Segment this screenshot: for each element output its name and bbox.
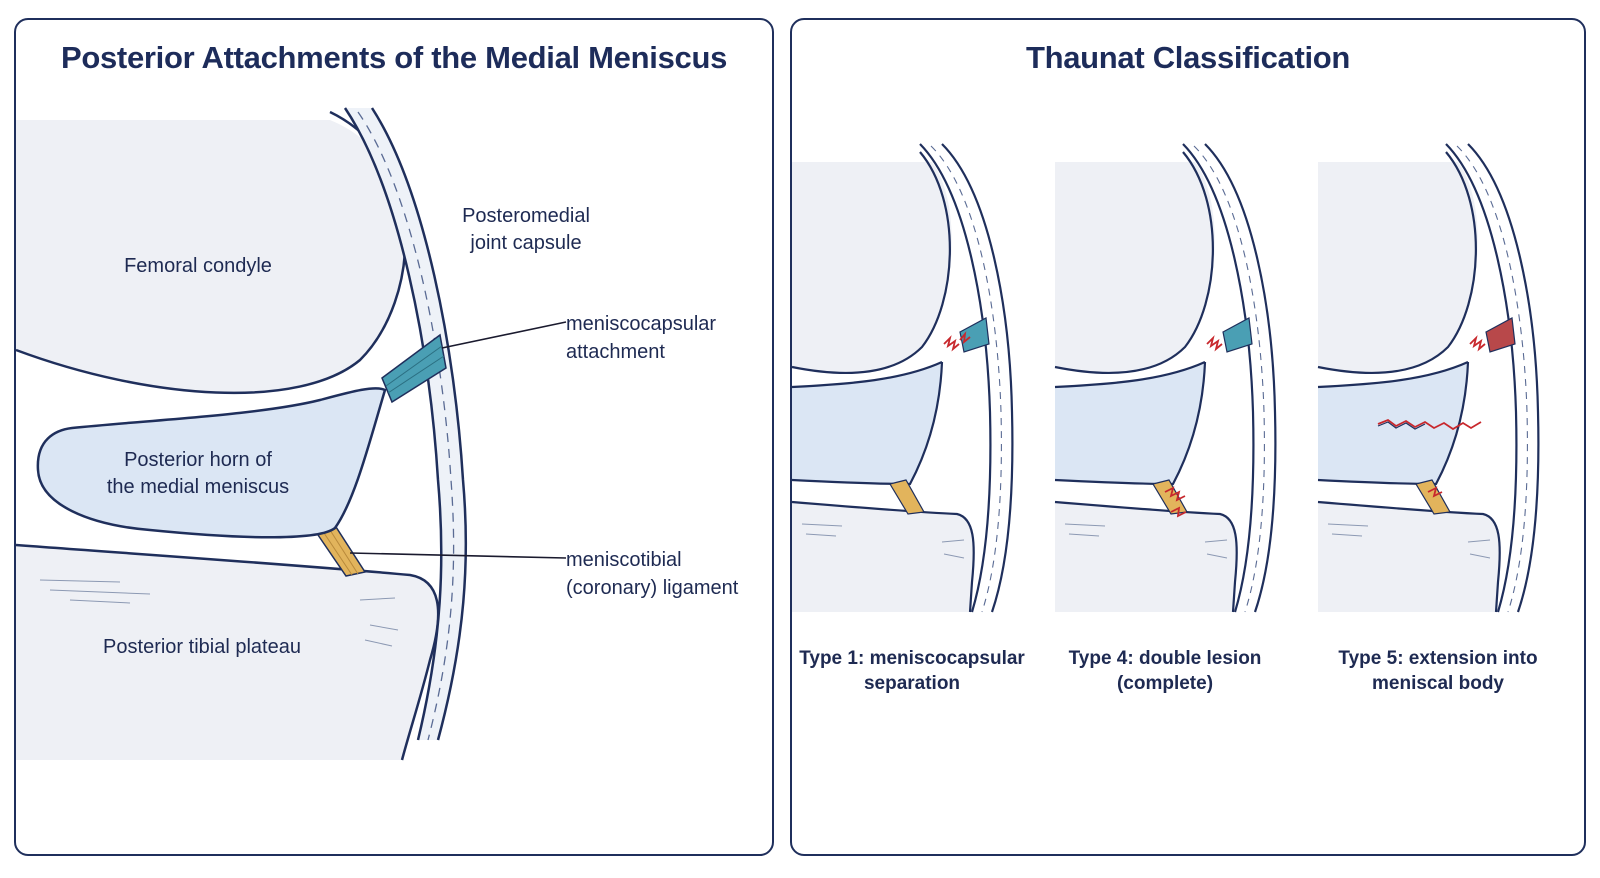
type4-diagram — [1053, 142, 1277, 614]
label-meniscocapsular-1: meniscocapsular — [566, 313, 716, 335]
label-meniscotibial-1: meniscotibial — [566, 549, 682, 571]
label-capsule-2: joint capsule — [469, 232, 581, 254]
type1-caption-2: separation — [864, 673, 960, 694]
type5-tear-lower — [1427, 486, 1443, 498]
type4-caption-2: (complete) — [1117, 673, 1213, 694]
tibial-plateau-shape — [16, 545, 439, 760]
type1-diagram — [790, 142, 1014, 614]
mt-leader-line — [349, 552, 567, 559]
type1-caption-1: Type 1: meniscocapsular — [799, 648, 1025, 669]
label-meniscocapsular-2: attachment — [566, 341, 665, 363]
type5-tear-capsule — [1469, 335, 1486, 352]
label-capsule-1: Posteromedial — [462, 205, 590, 227]
label-tibial-plateau: Posterior tibial plateau — [103, 636, 301, 658]
meniscus-posterior-horn — [36, 387, 387, 539]
label-femoral-condyle: Femoral condyle — [124, 255, 272, 277]
anatomy-title: Posterior Attachments of the Medial Meni… — [60, 40, 728, 75]
meniscocapsular-attachment — [381, 333, 447, 404]
type4-tear-upper — [1206, 335, 1223, 352]
type4-caption-1: Type 4: double lesion — [1069, 648, 1262, 669]
classification-title: Thaunat Classification — [1025, 40, 1351, 75]
type5-tear-body — [1377, 418, 1482, 431]
joint-capsule-shape — [345, 108, 466, 740]
type5-diagram — [1316, 142, 1540, 614]
label-horn-2: the medial meniscus — [107, 476, 289, 498]
type4-tear-lower — [1164, 486, 1186, 502]
mc-leader-line — [441, 321, 567, 349]
tibia-texture — [39, 579, 399, 647]
type5-caption-1: Type 5: extension into — [1338, 648, 1537, 669]
type5-caption-2: meniscal body — [1372, 673, 1504, 694]
label-meniscotibial-2: (coronary) ligament — [566, 577, 739, 599]
femoral-condyle-shape — [16, 120, 406, 393]
type1-tear — [943, 335, 960, 352]
label-horn-1: Posterior horn of — [124, 449, 272, 471]
